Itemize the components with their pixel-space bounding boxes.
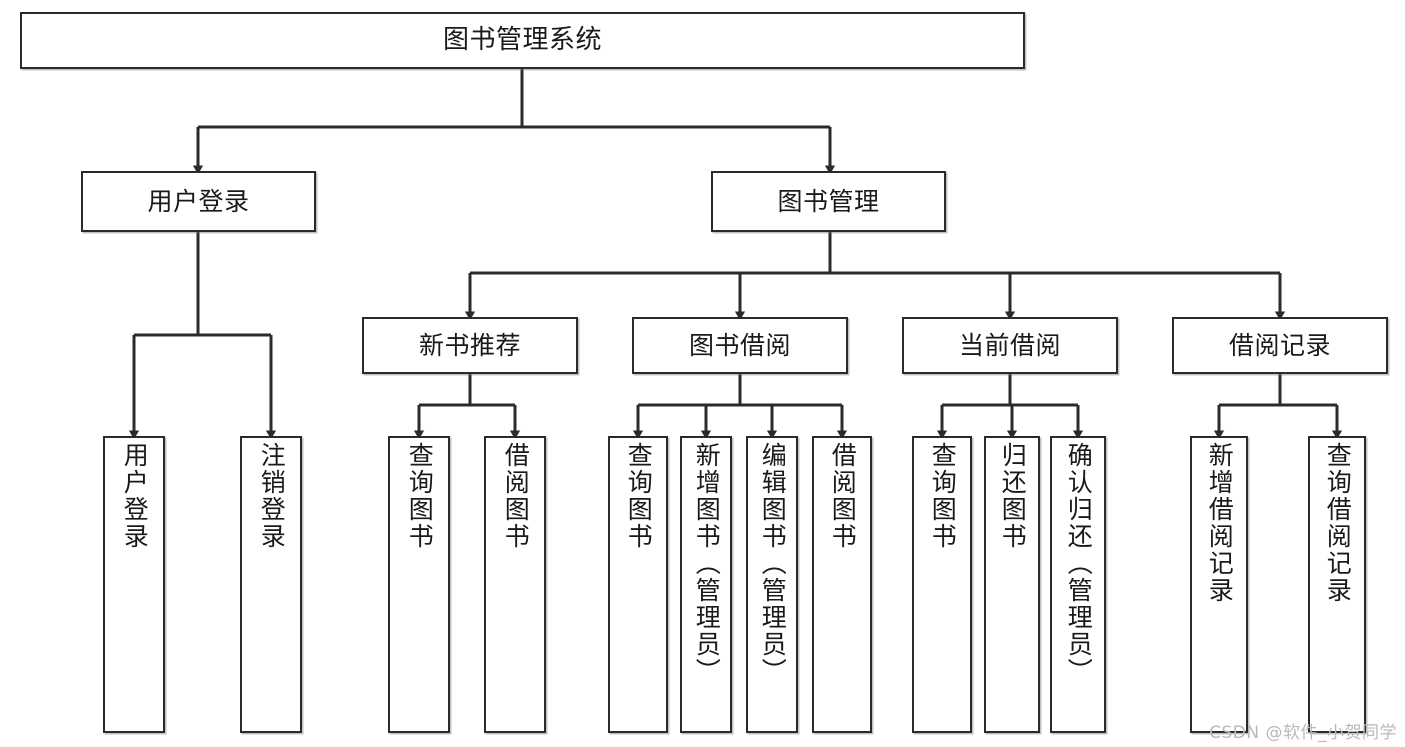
node-leaf-query-book-rec-label: 查询图书 <box>405 442 435 550</box>
node-leaf-query-book-rec[interactable]: 查询图书 <box>388 436 450 733</box>
node-borrow-record-label: 借阅记录 <box>1228 330 1331 360</box>
node-leaf-borrow-book-rec-label: 借阅图书 <box>501 442 531 550</box>
node-leaf-query-borrow-record-label: 查询借阅记录 <box>1323 442 1353 604</box>
csdn-watermark: CSDN @软件_小贺同学 <box>1209 723 1397 743</box>
node-leaf-query-book-borrow[interactable]: 查询图书 <box>608 436 668 733</box>
node-book-manage[interactable]: 图书管理 <box>711 171 946 232</box>
node-leaf-add-book-admin[interactable]: 新增图书（管理员） <box>680 436 732 733</box>
node-leaf-query-book-cur[interactable]: 查询图书 <box>912 436 972 733</box>
node-leaf-user-login[interactable]: 用户登录 <box>103 436 165 733</box>
node-leaf-query-book-cur-label: 查询图书 <box>928 442 958 550</box>
node-leaf-confirm-return-admin[interactable]: 确认归还（管理员） <box>1050 436 1106 733</box>
node-leaf-add-borrow-record[interactable]: 新增借阅记录 <box>1190 436 1248 733</box>
node-leaf-user-logout-label: 注销登录 <box>257 442 287 550</box>
node-leaf-borrow-book-label: 借阅图书 <box>828 442 858 550</box>
node-book-manage-label: 图书管理 <box>777 186 880 216</box>
node-user-login[interactable]: 用户登录 <box>81 171 316 232</box>
node-leaf-query-book-borrow-label: 查询图书 <box>624 442 654 550</box>
node-leaf-query-borrow-record[interactable]: 查询借阅记录 <box>1308 436 1366 733</box>
node-leaf-add-borrow-record-label: 新增借阅记录 <box>1205 442 1235 604</box>
node-leaf-edit-book-admin[interactable]: 编辑图书（管理员） <box>746 436 798 733</box>
node-borrow-record[interactable]: 借阅记录 <box>1172 317 1388 374</box>
node-leaf-user-logout[interactable]: 注销登录 <box>240 436 302 733</box>
node-new-book-rec-label: 新书推荐 <box>418 330 521 360</box>
node-leaf-return-book-label: 归还图书 <box>998 442 1028 550</box>
node-leaf-return-book[interactable]: 归还图书 <box>984 436 1040 733</box>
node-book-borrow-label: 图书借阅 <box>688 330 791 360</box>
node-leaf-borrow-book-rec[interactable]: 借阅图书 <box>484 436 546 733</box>
node-leaf-borrow-book[interactable]: 借阅图书 <box>812 436 872 733</box>
node-new-book-rec[interactable]: 新书推荐 <box>362 317 578 374</box>
node-leaf-edit-book-admin-label: 编辑图书（管理员） <box>758 442 788 685</box>
node-root[interactable]: 图书管理系统 <box>20 12 1025 69</box>
node-leaf-confirm-return-admin-label: 确认归还（管理员） <box>1064 442 1094 685</box>
node-leaf-add-book-admin-label: 新增图书（管理员） <box>692 442 722 685</box>
node-book-borrow[interactable]: 图书借阅 <box>632 317 848 374</box>
node-leaf-user-login-label: 用户登录 <box>120 442 150 550</box>
node-root-label: 图书管理系统 <box>442 25 602 56</box>
node-current-borrow-label: 当前借阅 <box>958 330 1061 360</box>
node-user-login-label: 用户登录 <box>147 186 250 216</box>
node-current-borrow[interactable]: 当前借阅 <box>902 317 1118 374</box>
